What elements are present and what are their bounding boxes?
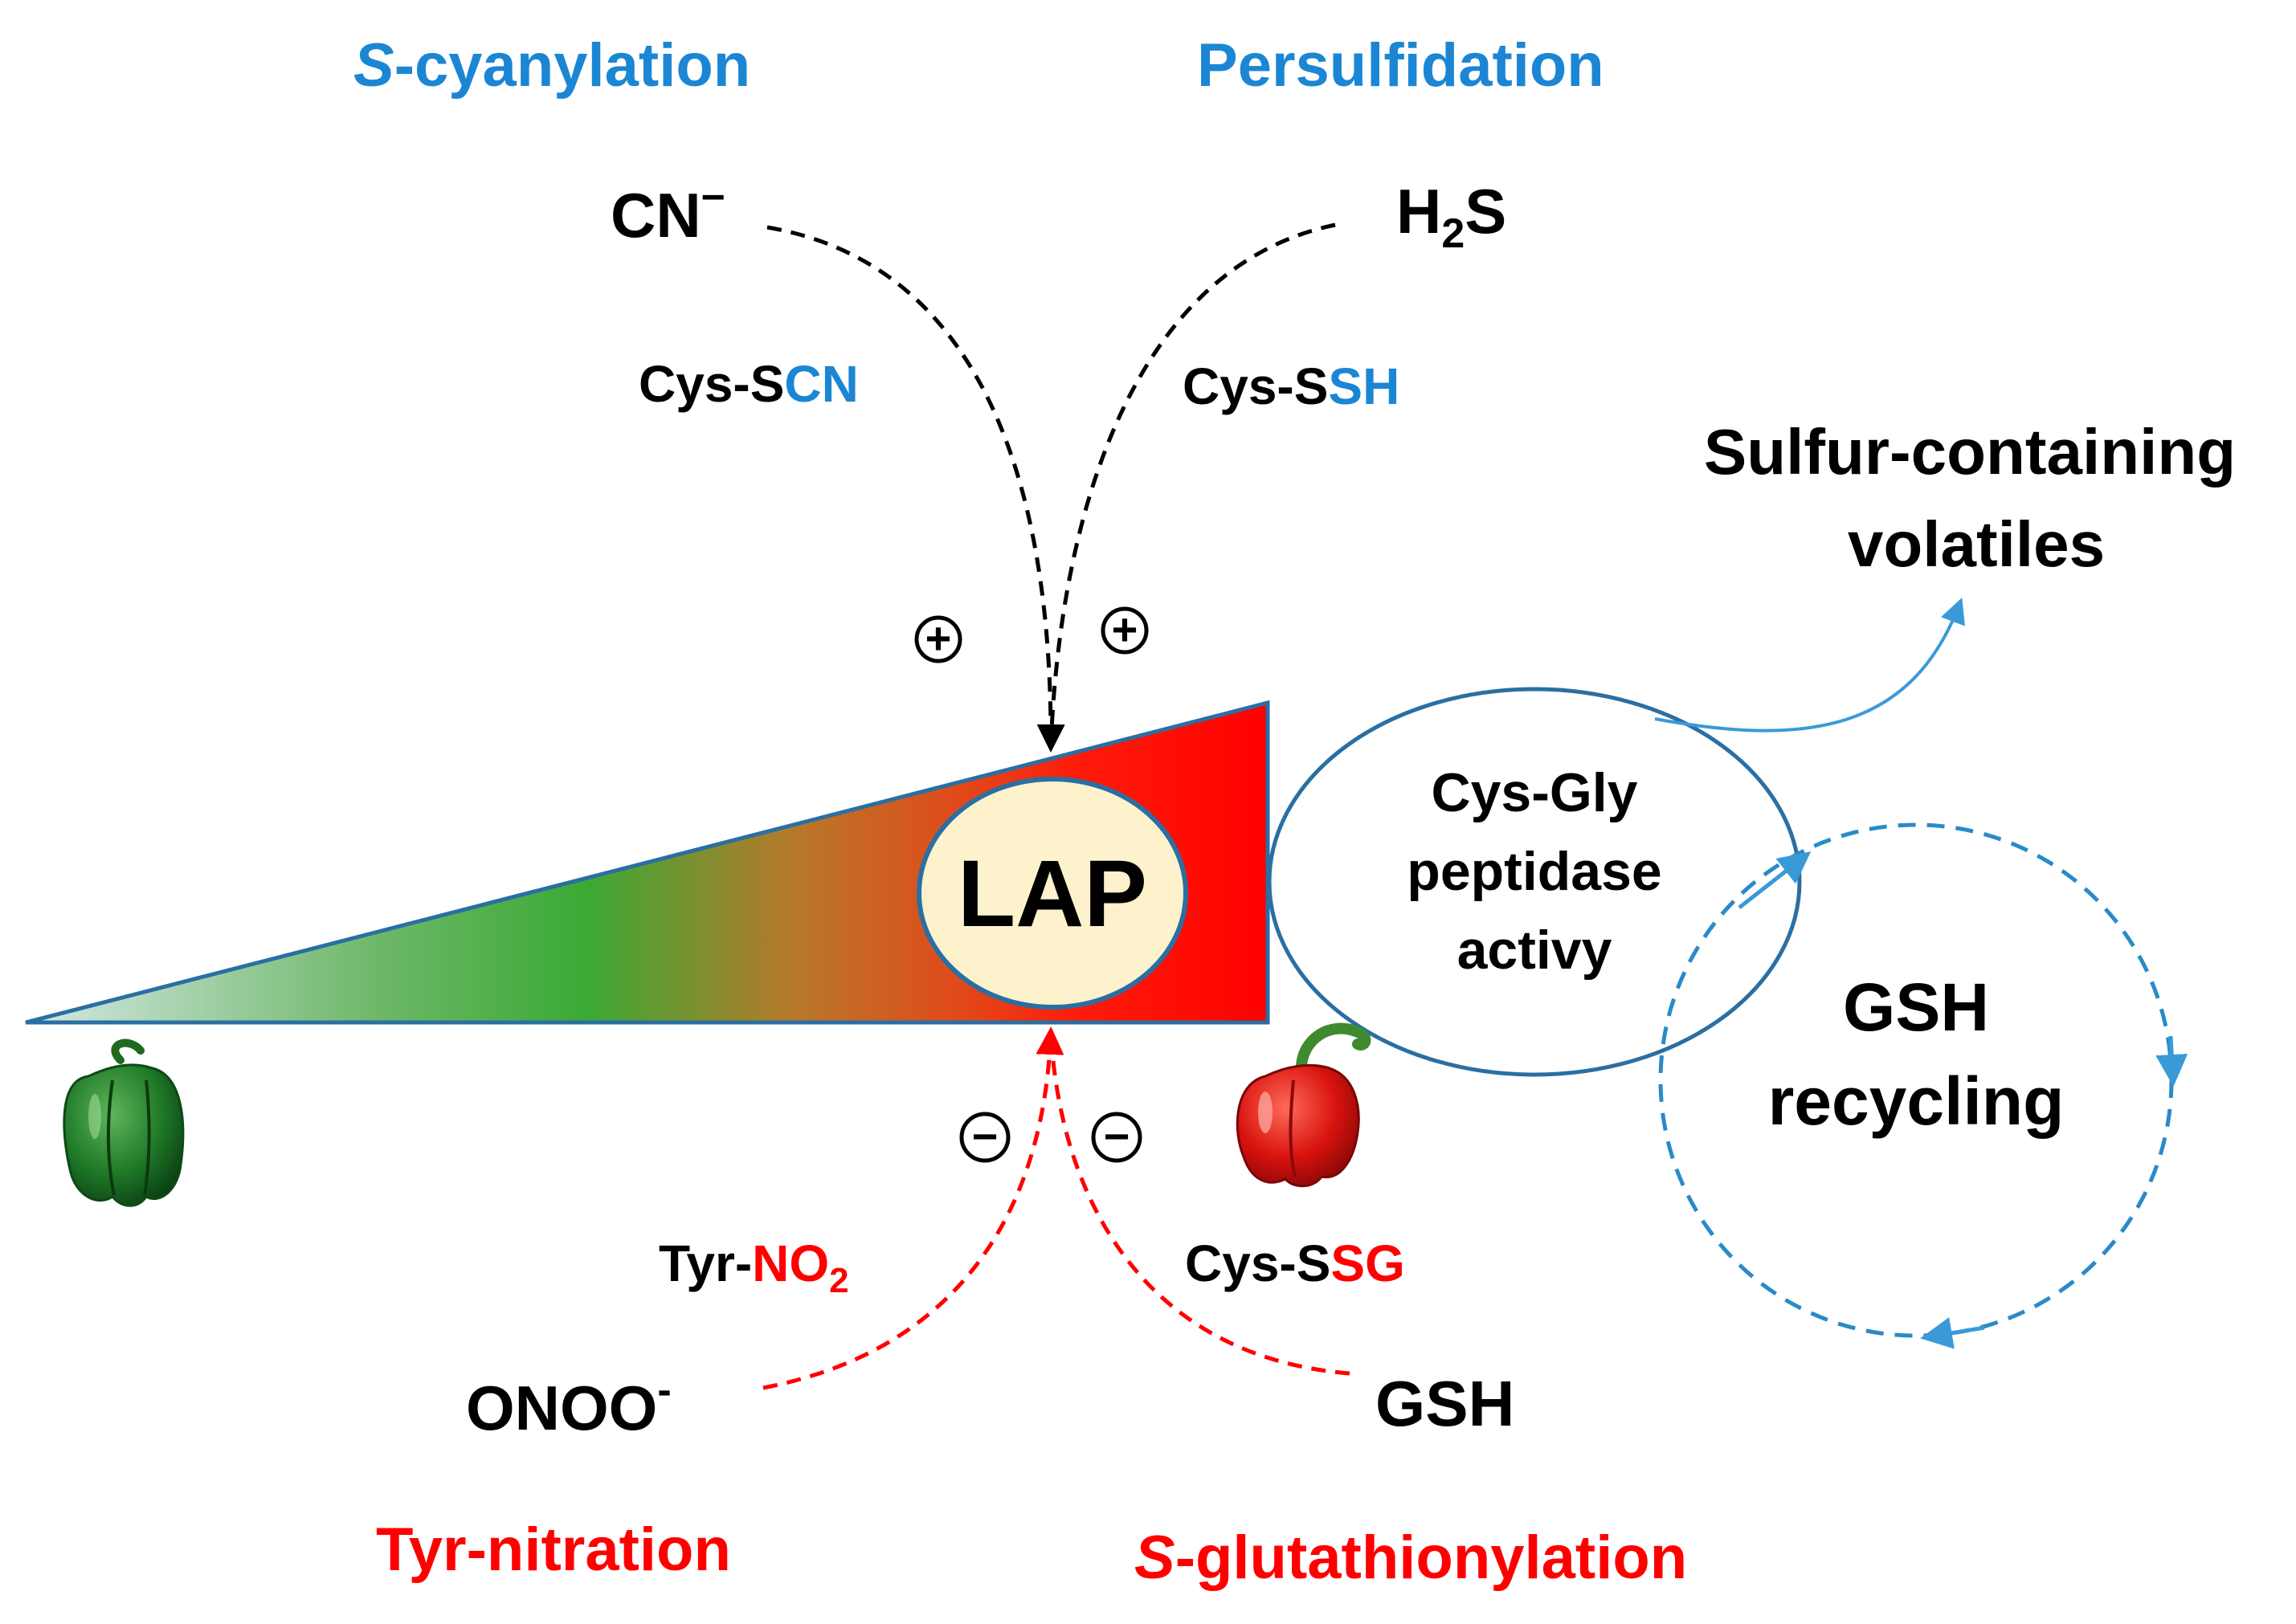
svg-text:−: − [1104, 1111, 1130, 1161]
volatiles-line1: Sulfur-containing [1704, 416, 2236, 488]
volatiles-arrow [1654, 598, 1965, 732]
cn-arrow [766, 225, 1065, 753]
tyr-no2-black: Tyr- [659, 1234, 752, 1292]
recycling-arrow-bottom [1920, 1317, 1985, 1349]
minus-sign-left: − [959, 1111, 1011, 1163]
gsh-recycling-line1: GSH [1843, 969, 1989, 1045]
persulfidation-label: Persulfidation [1197, 31, 1604, 100]
svg-text:+: + [1112, 604, 1138, 655]
h2s-sub: 2 [1441, 210, 1465, 257]
recycling-arrow-right [2155, 1035, 2188, 1087]
green-pepper-icon [63, 1038, 185, 1207]
svg-text:−: − [972, 1111, 999, 1161]
h2s-reactant: H2S [1396, 176, 1506, 257]
cys-scn-label: Cys-SCN [639, 355, 859, 413]
cys-scn-colored: CN [784, 355, 858, 413]
minus-sign-right: − [1091, 1111, 1142, 1163]
h2s-a: H [1396, 176, 1441, 247]
recycling-arrow-top [1738, 851, 1812, 909]
gsh-recycling-line2: recycling [1768, 1063, 2065, 1139]
cys-ssh-black: Cys-S [1183, 357, 1328, 415]
s-glutathionylation-rest: -glutathionylation [1175, 1524, 1687, 1592]
cn-reactant: CN− [611, 174, 725, 251]
onoo-base: ONOO [466, 1373, 657, 1443]
tyr-no2-sub: 2 [829, 1261, 848, 1300]
onoo-arrow [762, 1026, 1064, 1390]
tyr-no2-colored: NO [752, 1234, 829, 1292]
lap-label: LAP [958, 841, 1147, 947]
cn-sup: − [701, 174, 725, 221]
gsh-reactant: GSH [1375, 1368, 1514, 1439]
svg-text:+: + [925, 613, 952, 663]
onoo-reactant: ONOO- [466, 1367, 672, 1443]
lap-ellipse [917, 777, 1188, 1010]
peptidase-line3: activy [1457, 920, 1612, 981]
red-pepper-icon [1236, 1022, 1371, 1188]
s-glutathionylation-label: S-glutathionylation [1134, 1524, 1687, 1592]
cys-ssg-black: Cys-S [1185, 1234, 1330, 1292]
cys-ssh-colored: SH [1328, 357, 1399, 415]
s-glutathionylation-italic: S [1134, 1524, 1175, 1592]
s-cyanylation-label: S-cyanylation [353, 31, 750, 100]
peptidase-line2: peptidase [1407, 841, 1661, 902]
cys-scn-black: Cys-S [639, 355, 784, 413]
peptidase-line1: Cys-Gly [1432, 762, 1638, 823]
h2s-b: S [1465, 176, 1506, 247]
h2s-arrow [1048, 222, 1336, 748]
tyr-nitration-label: Tyr-nitration [376, 1516, 731, 1584]
volatiles-line2: volatiles [1848, 508, 2105, 580]
s-cyanylation-rest: -cyanylation [394, 31, 750, 100]
cys-ssh-label: Cys-SSH [1183, 357, 1399, 415]
plus-sign-right: + [1101, 604, 1149, 655]
cys-ssg-colored: SG [1330, 1234, 1404, 1292]
gsh-arrow [1048, 1031, 1350, 1376]
plus-sign-left: + [914, 613, 962, 663]
cn-base: CN [611, 180, 701, 251]
s-cyanylation-italic: S [353, 31, 394, 100]
tyr-no2-label: Tyr-NO2 [659, 1234, 849, 1300]
onoo-sup: - [657, 1367, 671, 1414]
cys-ssg-label: Cys-SSG [1185, 1234, 1405, 1292]
